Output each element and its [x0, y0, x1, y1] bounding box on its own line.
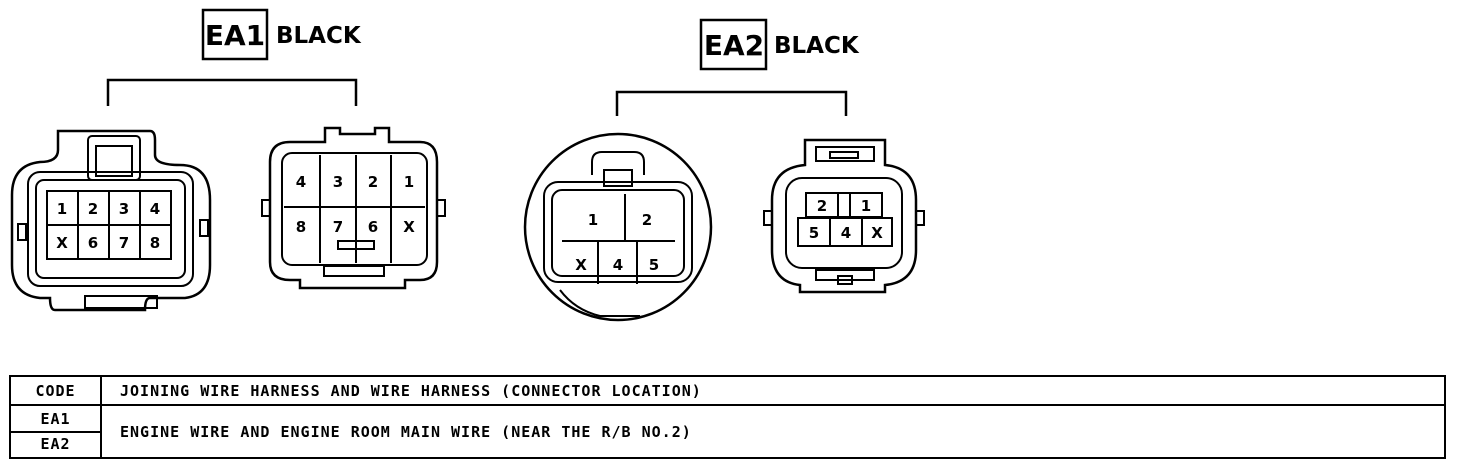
table-row: EA1 EA2 ENGINE WIRE AND ENGINE ROOM MAIN…	[11, 406, 1444, 457]
ea2-code: EA2	[704, 29, 764, 62]
ea1-female-pin: 8	[150, 234, 160, 252]
header-desc-cell: JOINING WIRE HARNESS AND WIRE HARNESS (C…	[102, 377, 1444, 404]
ea1-female-pin: 1	[57, 200, 67, 218]
ea1-male-pin: 2	[368, 173, 378, 191]
code-ea1: EA1	[40, 409, 71, 428]
ea1-male-connector: 4 3 2 1 8 7 6 X	[261, 126, 446, 290]
ea2-female-connector: 1 2 X 4 5	[523, 132, 713, 322]
ea1-female-pin: 4	[150, 200, 160, 218]
ea1-male-pin: 1	[404, 173, 414, 191]
ea1-male-pin: 3	[333, 173, 343, 191]
ea1-female-pin: 2	[88, 200, 98, 218]
ea2-female-pin: X	[575, 256, 587, 274]
code-ea2: EA2	[40, 435, 71, 454]
ea2-label: EA2 BLACK	[699, 18, 860, 71]
ea2-color: BLACK	[774, 33, 860, 59]
ea1-female-pin: 6	[88, 234, 98, 252]
table-header-row: CODE JOINING WIRE HARNESS AND WIRE HARNE…	[11, 377, 1444, 404]
ea2-male-connector: 2 1 5 4 X	[763, 138, 925, 294]
code-divider	[11, 431, 102, 433]
ea1-male-pin: 8	[296, 218, 306, 236]
ea1-male-pin: 7	[333, 218, 343, 236]
ea1-female-pin: X	[56, 234, 68, 252]
header-divider	[11, 404, 1444, 406]
ea1-female-pin-grid: 1 2 3 4 X 6 7 8	[46, 190, 172, 260]
ea1-male-pin-grid: 4 3 2 1 8 7 6 X	[284, 155, 425, 263]
ea2-female-pin: 4	[613, 256, 623, 274]
ea2-male-pin: X	[871, 224, 883, 242]
ea1-code: EA1	[205, 19, 265, 52]
ea1-female-connector: 1 2 3 4 X 6 7 8	[10, 129, 212, 312]
ea2-female-pin-grid: 1 2 X 4 5	[562, 194, 675, 284]
ea2-male-pin: 5	[809, 224, 819, 242]
header-code-cell: CODE	[11, 377, 102, 404]
ea1-female-pin: 7	[119, 234, 129, 252]
ea2-male-pin: 4	[841, 224, 851, 242]
ea1-female-pin: 3	[119, 200, 129, 218]
row-description: ENGINE WIRE AND ENGINE ROOM MAIN WIRE (N…	[120, 422, 692, 441]
ea2-female-pin: 5	[649, 256, 659, 274]
ea1-male-pin: X	[403, 218, 415, 236]
connector-diagram: EA1 BLACK 1 2 3 4 X 6 7 8	[10, 8, 925, 322]
ea2-female-pin: 2	[642, 211, 652, 229]
ea1-label: EA1 BLACK	[201, 8, 362, 61]
ea2-male-pin: 2	[817, 197, 827, 215]
ea1-color: BLACK	[276, 23, 362, 49]
ea1-male-pin: 6	[368, 218, 378, 236]
header-description: JOINING WIRE HARNESS AND WIRE HARNESS (C…	[120, 381, 702, 400]
ea2-bracket	[615, 90, 848, 116]
ea1-bracket	[106, 78, 358, 106]
ea2-female-pin: 1	[588, 211, 598, 229]
ea1-male-pin: 4	[296, 173, 306, 191]
ea2-male-pin: 1	[861, 197, 871, 215]
ea2-male-pin-grid: 2 1 5 4 X	[797, 192, 893, 247]
header-code: CODE	[35, 381, 76, 400]
desc-cell: ENGINE WIRE AND ENGINE ROOM MAIN WIRE (N…	[102, 406, 1444, 457]
connector-location-table: CODE JOINING WIRE HARNESS AND WIRE HARNE…	[9, 375, 1446, 459]
